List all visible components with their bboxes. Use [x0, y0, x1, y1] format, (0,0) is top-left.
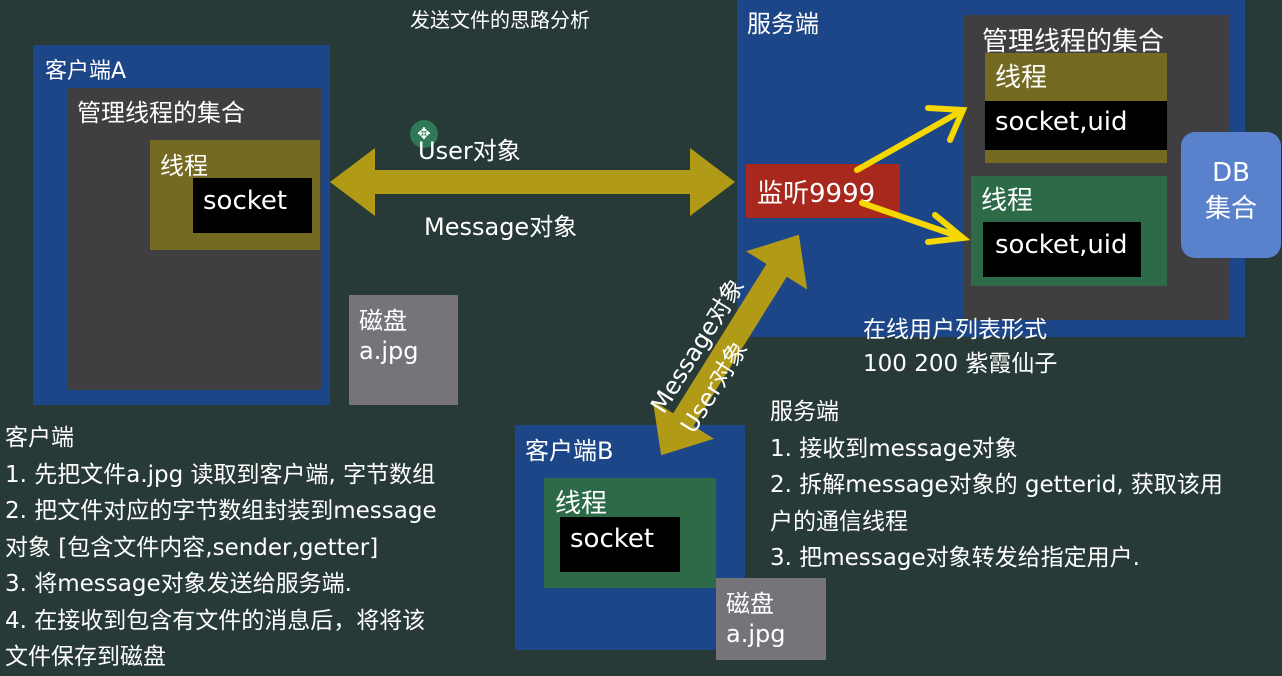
disk-b-file: a.jpg: [726, 620, 786, 648]
user-object-label-a: User对象: [418, 137, 521, 165]
server-notes-heading: 服务端: [770, 399, 839, 425]
client-note-line: 1. 先把文件a.jpg 读取到客户端, 字节数组: [5, 461, 436, 488]
client-note-line: 对象 [包含文件内容,sender,getter]: [5, 534, 379, 561]
server-notes: 服务端 1. 接收到message对象 2. 拆解message对象的 gett…: [770, 394, 1282, 577]
socket-label: socket: [203, 186, 288, 216]
db-collection: DB 集合: [1181, 132, 1281, 258]
diagram-title: 发送文件的思路分析: [410, 8, 590, 32]
server-box: 服务端 管理线程的集合 线程 socket,uid 线程 socket,uid …: [737, 0, 1245, 337]
server-note-line: 1. 接收到message对象: [770, 435, 1018, 462]
client-a-label: 客户端A: [45, 59, 127, 84]
yellow-arrow-to-thread-2: [859, 200, 971, 245]
db-label: DB: [1212, 158, 1250, 188]
server-thread-1: 线程 socket,uid: [985, 53, 1167, 163]
socket-label: socket: [570, 524, 655, 554]
collection-label: 管理线程的集合: [982, 27, 1165, 57]
server-thread-2: 线程 socket,uid: [971, 176, 1167, 286]
client-b-thread: 线程 socket: [544, 478, 716, 588]
client-b-label: 客户端B: [525, 437, 614, 465]
client-note-line: 文件保存到磁盘: [5, 644, 166, 670]
thread-label: 线程: [995, 63, 1048, 93]
arrows-layer: [330, 105, 971, 456]
disk-b: 磁盘 a.jpg: [716, 578, 826, 660]
thread-label: 线程: [555, 489, 608, 519]
disk-b-label: 磁盘: [726, 590, 774, 618]
thread-label: 线程: [981, 186, 1034, 216]
server-label: 服务端: [747, 10, 819, 38]
client-note-line: 4. 在接收到包含有文件的消息后，将将该: [5, 607, 426, 634]
double-arrow-client-b-server: [652, 234, 808, 456]
client-note-line: 3. 将message对象发送给服务端.: [5, 571, 352, 597]
client-a-box: 客户端A 管理线程的集合 线程 socket: [33, 45, 330, 405]
client-notes: 客户端 1. 先把文件a.jpg 读取到客户端, 字节数组 2. 把文件对应的字…: [5, 420, 437, 676]
cursor-move-icon: ✥: [410, 120, 438, 148]
yellow-arrow-to-thread-1: [854, 105, 968, 173]
client-note-line: 2. 把文件对应的字节数组封装到message: [5, 498, 437, 524]
server-note-line: 户的通信线程: [770, 508, 908, 535]
collection-label: 管理线程的集合: [77, 99, 245, 127]
server-note-line: 3. 把message对象转发给指定用户.: [770, 545, 1140, 571]
db-sublabel: 集合: [1204, 194, 1257, 224]
disk-a-file: a.jpg: [359, 337, 419, 365]
socket-label: socket,uid: [995, 107, 1128, 137]
disk-a: 磁盘 a.jpg: [349, 295, 458, 405]
double-arrow-client-a-server: [330, 148, 735, 216]
client-b-box: 客户端B 线程 socket: [515, 425, 745, 650]
online-list-values: 100 200 紫霞仙子: [863, 351, 1058, 377]
online-list-title: 在线用户列表形式: [863, 317, 1047, 343]
server-socket-1: socket,uid: [985, 101, 1167, 150]
client-b-socket: socket: [560, 517, 680, 572]
listen-label: 监听9999: [757, 179, 876, 209]
client-a-thread: 线程 socket: [150, 140, 320, 250]
client-a-socket: socket: [193, 178, 312, 233]
thread-label: 线程: [160, 152, 208, 180]
disk-a-label: 磁盘: [359, 307, 407, 335]
server-socket-2: socket,uid: [983, 222, 1141, 277]
socket-label: socket,uid: [995, 230, 1128, 260]
server-note-line: 2. 拆解message对象的 getterid, 获取该用: [770, 472, 1223, 498]
client-notes-heading: 客户端: [5, 425, 74, 451]
message-object-label-a: Message对象: [424, 213, 578, 241]
client-a-thread-collection: 管理线程的集合 线程 socket: [67, 88, 322, 390]
listen-9999-box: 监听9999: [746, 164, 900, 218]
